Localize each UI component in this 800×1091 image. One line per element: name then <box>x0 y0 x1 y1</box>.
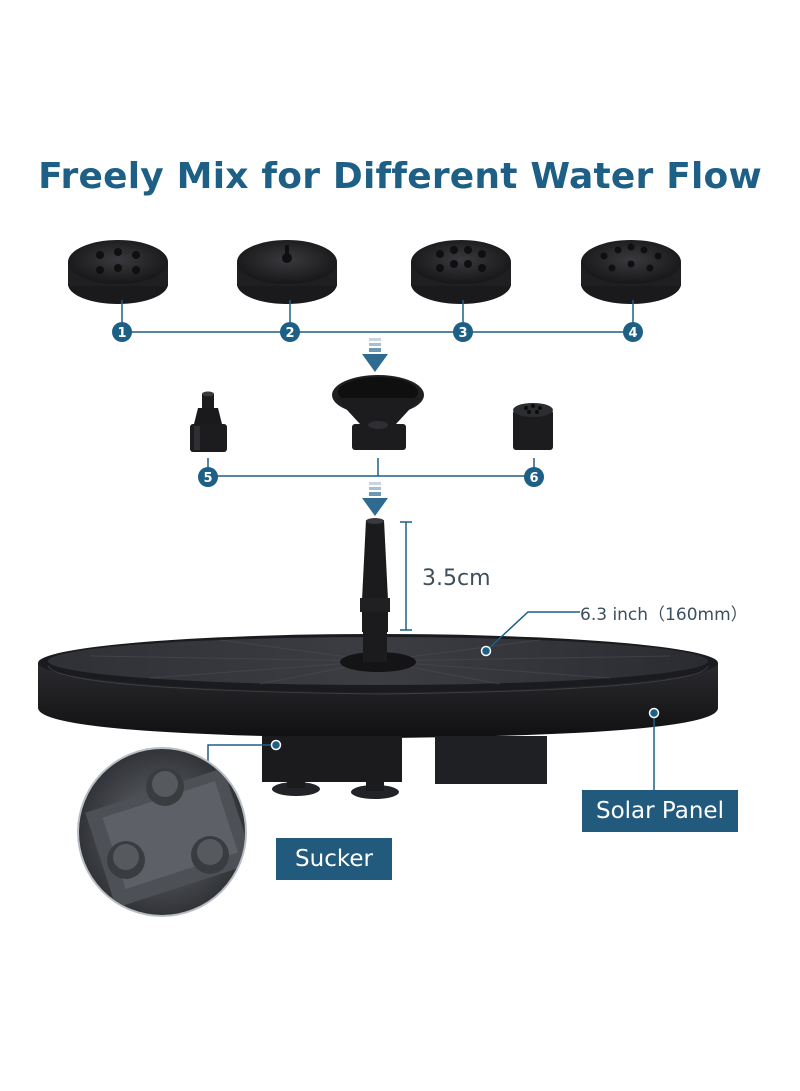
number-badge-5 <box>198 467 218 487</box>
diameter-label: 6.3 inch（160mm） <box>580 605 748 625</box>
nozzle-cap-1 <box>68 240 168 304</box>
solar-panel-callout-line <box>648 707 660 790</box>
sucker-label: Sucker <box>276 838 392 880</box>
down-arrow-icon <box>362 338 388 372</box>
nozzle-cap-3 <box>411 240 511 304</box>
height-dimension-bracket <box>400 521 412 631</box>
number-label-3: 3 <box>458 326 467 341</box>
number-label-2: 2 <box>285 326 294 341</box>
center-nozzle <box>332 375 424 450</box>
number-label-1: 1 <box>117 326 126 341</box>
down-arrow-icon <box>362 482 388 516</box>
solar-panel-label: Solar Panel <box>582 790 738 832</box>
sucker-zoom-circle <box>77 747 247 917</box>
number-badge-1 <box>112 322 132 342</box>
nozzle-connector-line-mid <box>207 458 535 477</box>
height-label: 3.5cm <box>422 566 491 591</box>
nozzle-connector-line-top <box>121 300 634 333</box>
page-title: Freely Mix for Different Water Flow <box>38 156 762 197</box>
solar-fountain-disc <box>38 632 718 738</box>
number-label-5: 5 <box>203 471 212 486</box>
nozzle-cap-2 <box>237 240 337 304</box>
number-badge-3 <box>453 322 473 342</box>
nozzle-cap-4 <box>581 240 681 304</box>
number-badge-6 <box>524 467 544 487</box>
nozzle-6 <box>513 403 553 450</box>
number-badge-2 <box>280 322 300 342</box>
diameter-callout-line <box>480 611 580 657</box>
nozzle-5 <box>190 391 227 452</box>
number-label-6: 6 <box>529 471 538 486</box>
pump-housing <box>262 736 547 799</box>
number-label-4: 4 <box>628 326 637 341</box>
number-badge-4 <box>623 322 643 342</box>
